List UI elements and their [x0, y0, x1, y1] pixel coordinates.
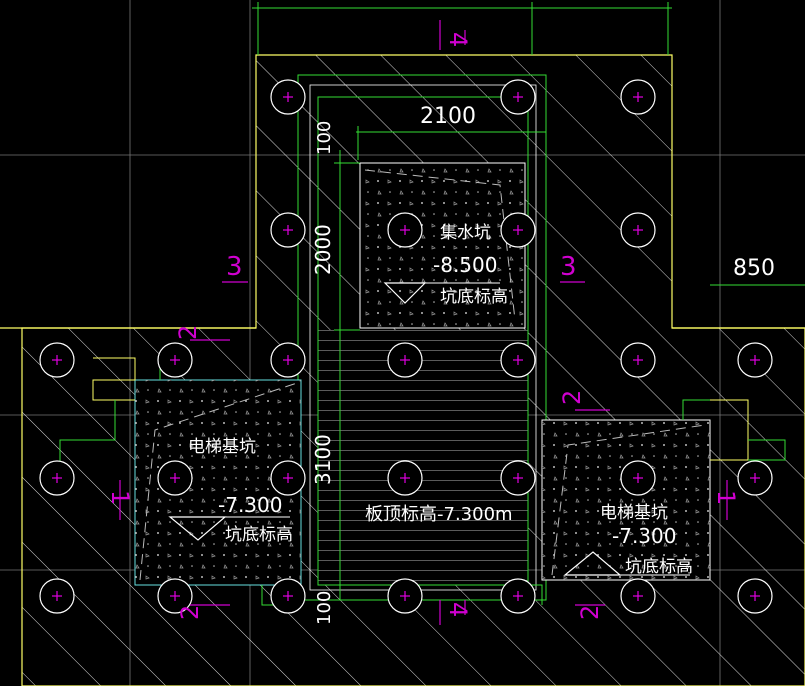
- pile: [157, 578, 193, 614]
- pile: [500, 342, 536, 378]
- section-3-right: 3: [560, 252, 577, 282]
- section-4-bottom: 4: [444, 602, 472, 617]
- piles: [39, 79, 773, 614]
- pile: [620, 578, 656, 614]
- right-pit-elevation-label: 坑底标高: [625, 557, 693, 577]
- pile: [620, 460, 656, 496]
- right-pit-name: 电梯基坑: [600, 503, 668, 523]
- pile: [39, 342, 75, 378]
- dim-2000: 2000: [311, 224, 335, 275]
- pile: [387, 212, 423, 248]
- right-elevator-pit: [541, 399, 749, 581]
- section-3-left: 3: [226, 252, 243, 282]
- pile: [270, 578, 306, 614]
- pile: [387, 460, 423, 496]
- pile: [157, 342, 193, 378]
- pile: [737, 342, 773, 378]
- left-pit-name: 电梯基坑: [188, 437, 256, 457]
- section-1-right: 1: [712, 490, 740, 505]
- dim-850: 850: [733, 256, 775, 281]
- left-pit-elevation: -7.300: [218, 493, 282, 517]
- section-2-bottom-left: 2: [176, 605, 204, 620]
- pile: [387, 578, 423, 614]
- sump-pit-elevation-label: 坑底标高: [440, 287, 508, 307]
- pile: [737, 460, 773, 496]
- sump-pit-name: 集水坑: [440, 223, 491, 243]
- pile: [500, 460, 536, 496]
- pile: [620, 342, 656, 378]
- dim-100-top: 100: [314, 121, 335, 155]
- pile: [737, 578, 773, 614]
- slab-elevation-label: 板顶标高-7.300m: [365, 504, 513, 525]
- pile: [620, 79, 656, 115]
- pile: [157, 460, 193, 496]
- section-1-left: 1: [106, 490, 134, 505]
- dim-100-bottom: 100: [314, 591, 335, 625]
- pile: [270, 342, 306, 378]
- dimension-lines: [252, 2, 805, 600]
- pile: [270, 79, 306, 115]
- green-connectors: [59, 358, 786, 606]
- pile: [500, 578, 536, 614]
- section-2-top-left: 2: [174, 325, 202, 340]
- section-marks: [119, 20, 728, 625]
- dim-3100: 3100: [311, 434, 335, 485]
- pile: [620, 212, 656, 248]
- dim-top-width: 2100: [420, 104, 476, 129]
- section-4-top: 4: [444, 32, 472, 47]
- pile: [39, 578, 75, 614]
- pile: [270, 460, 306, 496]
- section-2-right: 2: [558, 390, 586, 405]
- central-shaft: [297, 74, 547, 601]
- pile: [387, 342, 423, 378]
- sump-pit: [359, 162, 526, 329]
- sump-pit-elevation: -8.500: [433, 253, 497, 277]
- left-pit-elevation-label: 坑底标高: [225, 525, 293, 545]
- pile: [500, 79, 536, 115]
- section-2-bottom-right: 2: [576, 605, 604, 620]
- pile: [500, 212, 536, 248]
- pile: [39, 460, 75, 496]
- pile: [270, 212, 306, 248]
- right-pit-elevation: -7.300: [612, 524, 676, 548]
